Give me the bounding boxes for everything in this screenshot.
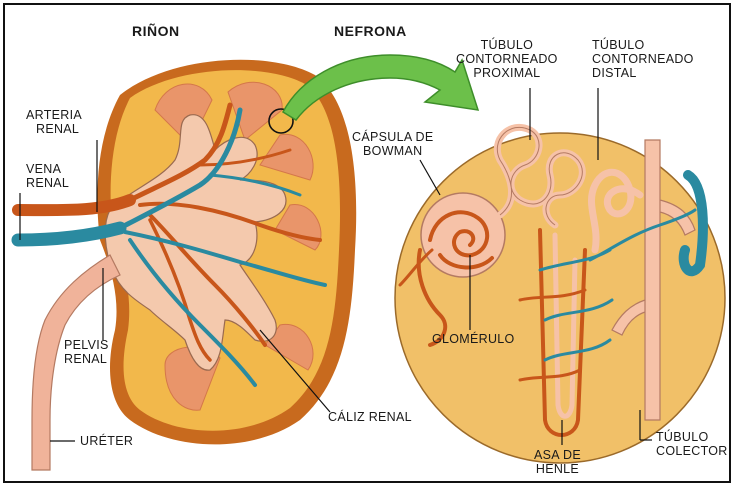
bowman-capsule [421,193,505,277]
nephron-detail [395,88,725,463]
bowman-capsule-line-1: CÁPSULA DE [352,130,434,144]
renal-calyx-label: CÁLIZ RENAL [328,410,412,424]
distal-tubule-line-1: TÚBULO [592,38,694,52]
glomerulus-label: GLOMÉRULO [432,332,515,346]
distal-tubule-line-2: CONTORNEADO [592,52,694,66]
collecting-duct-line-2: COLECTOR [656,444,728,458]
nephron-title: NEFRONA [334,24,407,38]
proximal-tubule-line-2: CONTORNEADO [456,52,558,66]
ureter-label: URÉTER [80,434,133,448]
distal-tubule-label: TÚBULO CONTORNEADO DISTAL [592,38,694,80]
proximal-tubule-label: TÚBULO CONTORNEADO PROXIMAL [456,38,558,80]
renal-pelvis-line-1: PELVIS [64,338,109,352]
renal-vein-line-2: RENAL [26,176,69,190]
loop-of-henle-label: ASA DE HENLE [534,448,581,476]
renal-vein-line-1: VENA [26,162,69,176]
loop-of-henle-line-1: ASA DE [534,448,581,462]
proximal-tubule-line-1: TÚBULO [456,38,558,52]
renal-pelvis-line-2: RENAL [64,352,109,366]
renal-vein-label: VENA RENAL [26,162,69,190]
renal-artery-label: ARTERIA RENAL [26,108,82,136]
bowman-capsule-line-2: BOWMAN [352,144,434,158]
renal-artery-line-2: RENAL [26,122,82,136]
loop-of-henle-line-2: HENLE [534,462,581,476]
distal-tubule-line-3: DISTAL [592,66,694,80]
collecting-duct-line-1: TÚBULO [656,430,728,444]
renal-pelvis-label: PELVIS RENAL [64,338,109,366]
collecting-duct-label: TÚBULO COLECTOR [656,430,728,458]
renal-artery-line-1: ARTERIA [26,108,82,122]
bowman-capsule-label: CÁPSULA DE BOWMAN [352,130,434,158]
kidney-title: RIÑON [132,24,180,38]
proximal-tubule-line-3: PROXIMAL [456,66,558,80]
